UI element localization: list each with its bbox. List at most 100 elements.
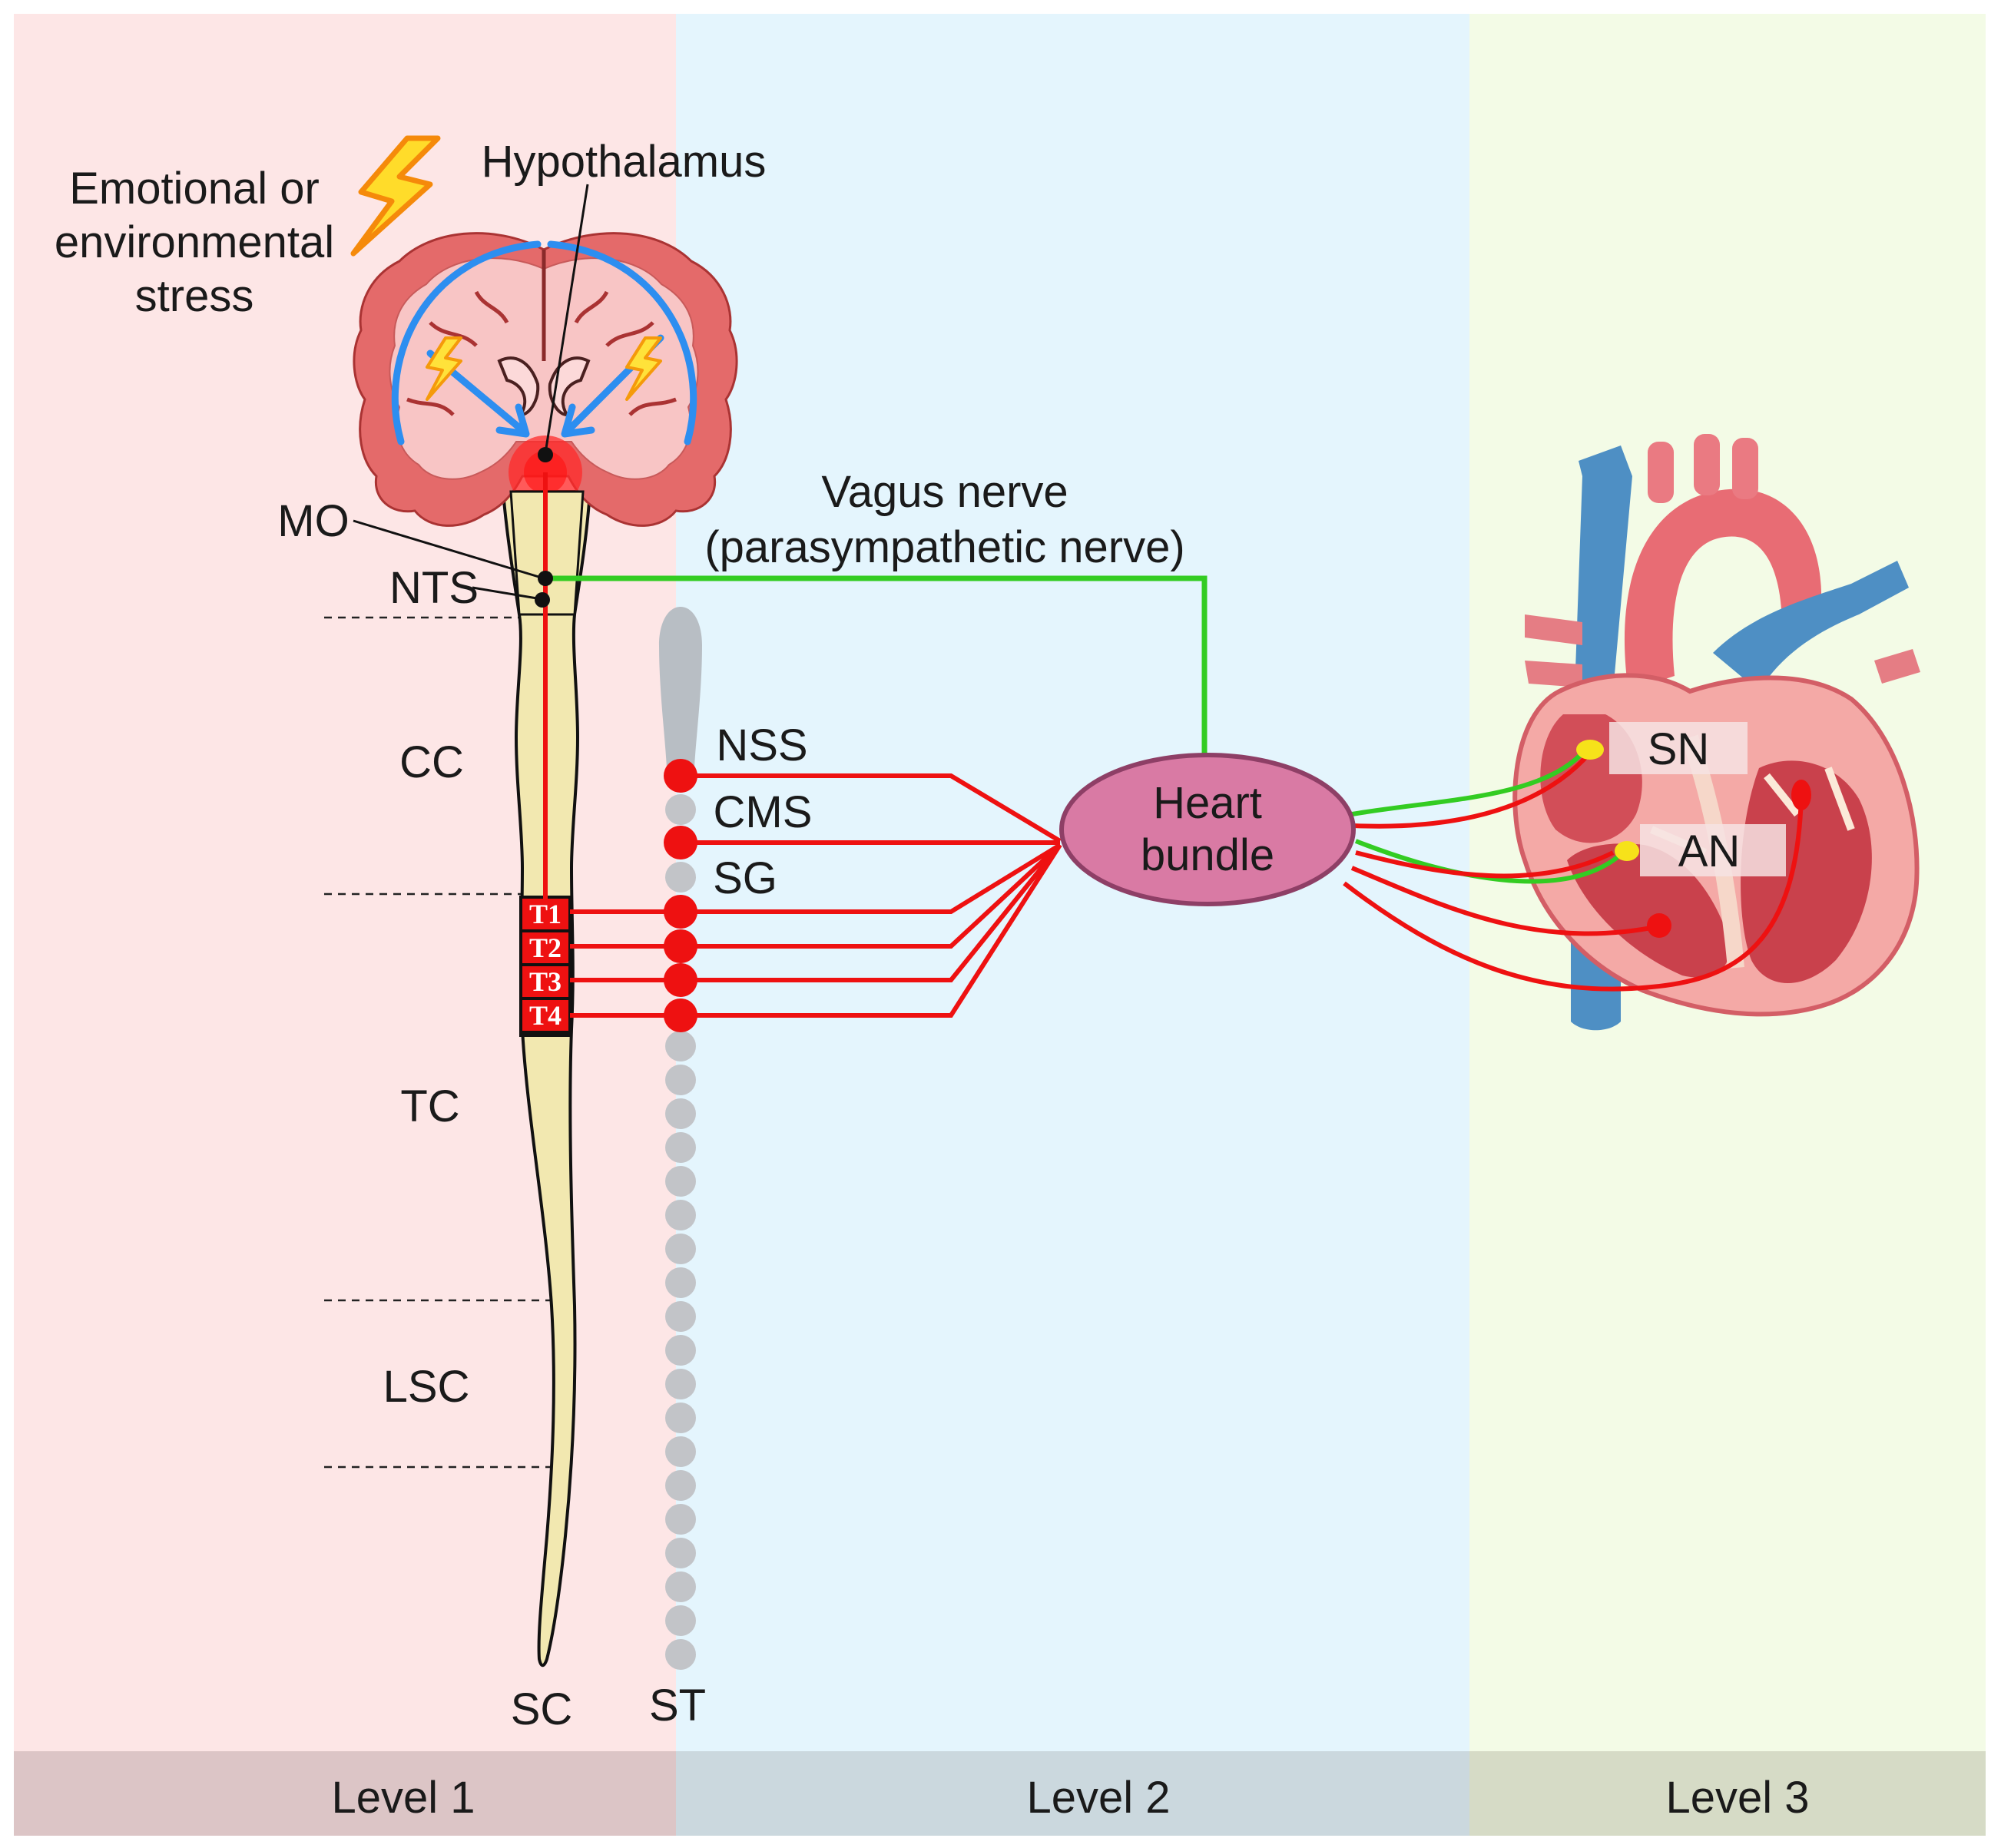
heart-aorta-branch-3	[1732, 438, 1758, 499]
t3-segment	[522, 966, 568, 997]
trunk-bead	[665, 1605, 696, 1636]
level-2-panel	[676, 14, 1469, 1751]
vagus-to-sn	[1351, 747, 1589, 816]
sympathetic-trunk	[659, 607, 702, 1670]
vagus-label-line2: (parasympathetic nerve)	[704, 522, 1184, 572]
nts-label: NTS	[389, 563, 479, 613]
symp-to-an	[1355, 850, 1615, 879]
trunk-bead	[665, 1639, 696, 1670]
sn-label-box	[1609, 722, 1748, 774]
trunk-bead	[665, 1301, 696, 1332]
sn-label: SN	[1648, 724, 1710, 774]
spinal-cord-body	[501, 490, 592, 1668]
level-2-label: Level 2	[1026, 1773, 1170, 1823]
trunk-bead	[665, 1065, 696, 1095]
heart-aorta-branch-2	[1694, 434, 1720, 495]
heart-fibers	[1343, 747, 1804, 992]
heart-right-pulmonary-veins	[1874, 649, 1920, 684]
cms-label: CMS	[714, 787, 813, 837]
heart-left-ventricle	[1741, 760, 1872, 983]
t4-segment	[522, 1000, 568, 1031]
heart-superior-vena-cava	[1575, 445, 1632, 691]
vagus-pathway	[545, 575, 1208, 757]
spinal-cord: T1 T2 T3 T4	[501, 490, 592, 1668]
nss-ganglion	[664, 759, 697, 793]
trunk-bead	[665, 1504, 696, 1535]
t3-label: T3	[529, 966, 562, 997]
ventricle-terminal	[1647, 913, 1671, 938]
symp-to-sn	[1353, 751, 1592, 829]
heart-bundle: Heart bundle	[1059, 753, 1356, 906]
nts-leader	[472, 586, 542, 601]
sc-label: SC	[511, 1684, 573, 1734]
text-labels: Emotional or environmental stress Hypoth…	[55, 137, 1185, 1734]
t2-ganglion	[664, 929, 697, 963]
lightning-bolt-large	[350, 135, 441, 257]
t4-label: T4	[529, 1000, 562, 1031]
lightning-bolt-left-small	[426, 336, 462, 401]
trunk-bead	[665, 794, 696, 825]
trunk-bead	[665, 1571, 696, 1602]
mo-label: MO	[277, 496, 349, 546]
heart-right-ventricle	[1567, 843, 1730, 978]
annotation-dots	[535, 447, 553, 608]
heart-bundle-shape	[1059, 753, 1356, 906]
trunk-bead	[665, 1200, 696, 1230]
trunk-bead	[665, 1267, 696, 1298]
right-arrowhead	[561, 403, 595, 438]
trunk-bead	[665, 1166, 696, 1197]
mo-dot	[538, 571, 553, 586]
trunk-bead	[665, 862, 696, 893]
heart-illustration: SN AN	[1512, 434, 1920, 1031]
stress-lightning	[350, 135, 662, 401]
heart-aorta-branch-1	[1648, 442, 1674, 503]
st-label: ST	[649, 1681, 706, 1730]
trunk-bead	[665, 1369, 696, 1399]
nss-fiber	[681, 773, 1062, 843]
t3-ganglion	[664, 963, 697, 997]
trunk-bead	[665, 1234, 696, 1264]
sg-label: SG	[713, 853, 777, 903]
heart-bundle-line1: Heart	[1153, 778, 1262, 828]
stress-label-line2: environmental	[55, 217, 334, 267]
heart-aorta-arch	[1624, 488, 1822, 691]
lightning-bolt-right-small	[625, 336, 662, 401]
trunk-bead	[665, 1436, 696, 1467]
sympathetic-trunk-top	[659, 607, 702, 768]
stress-label-line3: stress	[135, 271, 254, 321]
t1-ganglion	[664, 895, 697, 929]
brain-ventricles	[497, 356, 591, 417]
t2-label: T2	[529, 932, 562, 963]
brain-coronal-section	[353, 232, 738, 616]
an-terminal	[1615, 841, 1639, 861]
trunk-bead	[665, 1538, 696, 1568]
an-label-box	[1640, 824, 1786, 876]
hypothalamus-leader	[544, 184, 589, 454]
heart-fiber-endings	[1576, 740, 1811, 938]
sn-terminal	[1576, 740, 1604, 760]
trunk-bead	[665, 1403, 696, 1433]
sympathetic-trunk-beads	[665, 794, 696, 1670]
level-2-footer	[676, 1751, 1469, 1836]
heart-bundle-line2: bundle	[1141, 830, 1274, 880]
stress-label-line1: Emotional or	[69, 164, 320, 214]
symp-to-apex	[1343, 794, 1804, 992]
ganglia-nodes	[664, 759, 697, 1032]
t1-label: T1	[529, 899, 562, 929]
annotation-leaders	[353, 184, 589, 601]
heart-left-pulmonary-veins	[1525, 614, 1582, 687]
hypothalamus-label: Hypothalamus	[482, 137, 767, 187]
mo-leader	[353, 519, 545, 580]
vagus-label-line1: Vagus nerve	[821, 467, 1068, 517]
lsc-label: LSC	[383, 1362, 470, 1412]
t1-segment	[522, 899, 568, 929]
symp-to-ventricle	[1350, 866, 1664, 936]
t4-ganglion	[664, 999, 697, 1032]
trunk-bead	[665, 1132, 696, 1163]
trunk-bead	[665, 1031, 696, 1061]
right-cortical-arc	[547, 240, 697, 445]
trunk-bead	[665, 1335, 696, 1366]
hypothalamus-dot	[538, 447, 553, 462]
trunk-bead	[665, 1470, 696, 1501]
